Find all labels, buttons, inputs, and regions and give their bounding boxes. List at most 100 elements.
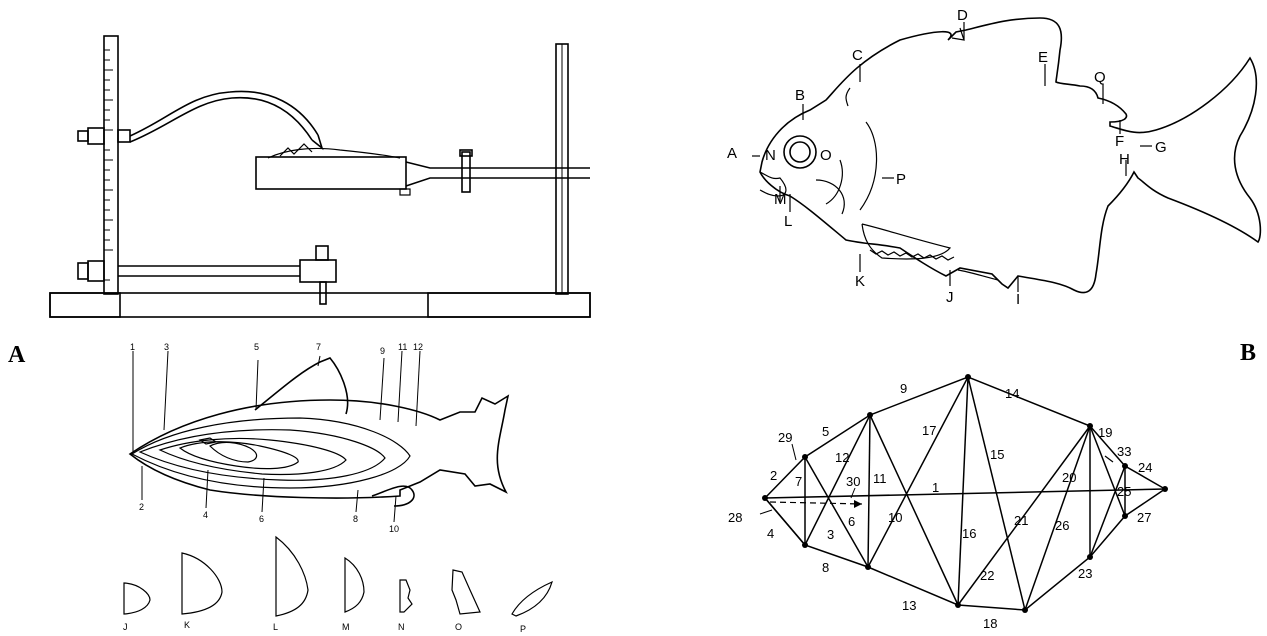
fish-outline bbox=[130, 396, 508, 498]
truss-distance-7: 7 bbox=[795, 474, 802, 489]
truss-distance-23: 23 bbox=[1078, 566, 1092, 581]
truss-distance-6: 6 bbox=[848, 514, 855, 529]
truss-distance-26: 26 bbox=[1055, 518, 1069, 533]
truss-distance-14: 14 bbox=[1005, 386, 1019, 401]
landmark-p: P bbox=[896, 171, 906, 188]
truss-distance-4: 4 bbox=[767, 526, 774, 541]
landmark-k: K bbox=[855, 273, 865, 290]
apparatus-base-left-block bbox=[50, 293, 120, 317]
dorsal-fin bbox=[255, 358, 348, 414]
contour-number-2: 2 bbox=[139, 502, 144, 512]
contour-number-8: 8 bbox=[353, 514, 358, 524]
contour-number-11: 11 bbox=[398, 342, 407, 352]
landmark-f: F bbox=[1115, 133, 1124, 150]
truss-distance-13: 13 bbox=[902, 598, 916, 613]
truss-distance-20: 20 bbox=[1062, 470, 1076, 485]
lower-clamp-knob bbox=[78, 261, 104, 281]
section-k bbox=[182, 553, 222, 614]
truss-distance-30: 30 bbox=[846, 474, 860, 489]
landmark-e: E bbox=[1038, 49, 1048, 66]
rod-clamp bbox=[462, 152, 470, 192]
probe-arm-inner bbox=[130, 98, 312, 142]
truss-distance-11: 11 bbox=[873, 471, 887, 486]
truss-distance-27: 27 bbox=[1137, 510, 1151, 525]
contour-1 bbox=[132, 418, 410, 488]
contour-number-12: 12 bbox=[413, 342, 423, 352]
landmark-o: O bbox=[820, 147, 832, 164]
section-p bbox=[512, 582, 552, 616]
truss-distance-21: 21 bbox=[1014, 513, 1028, 528]
truss-distance-28: 28 bbox=[728, 510, 742, 525]
truss-distance-15: 15 bbox=[990, 447, 1004, 462]
truss-distance-29: 29 bbox=[778, 430, 792, 445]
contour-number-5: 5 bbox=[254, 342, 259, 352]
contour-4 bbox=[180, 442, 298, 469]
truss-network: 1 2 3 4 5 6 7 8 9 10 11 12 13 14 15 16 1… bbox=[728, 374, 1168, 631]
section-label-m: M bbox=[342, 622, 350, 632]
landmark-g: G bbox=[1155, 139, 1167, 156]
landmark-q: Q bbox=[1094, 69, 1106, 86]
truss-distance-19: 19 bbox=[1098, 425, 1112, 440]
truss-distance-16: 16 bbox=[962, 526, 976, 541]
landmark-j: J bbox=[946, 289, 954, 306]
landmark-l: L bbox=[784, 213, 792, 230]
section-label-p: P bbox=[520, 624, 526, 634]
measuring-apparatus bbox=[50, 36, 590, 317]
fish-eye-inner bbox=[790, 142, 810, 162]
landmark-h: H bbox=[1119, 151, 1130, 168]
truss-distance-9: 9 bbox=[900, 381, 907, 396]
contour-fish: 1 3 5 7 9 11 12 2 4 6 8 10 bbox=[130, 342, 508, 534]
landmark-d: D bbox=[957, 7, 968, 24]
truss-distance-5: 5 bbox=[822, 424, 829, 439]
contour-3 bbox=[160, 438, 346, 474]
landmark-fish: A B C D E Q F G H I J K L M N O P bbox=[727, 7, 1260, 308]
section-l bbox=[276, 537, 308, 616]
lower-stage bbox=[300, 260, 336, 282]
contour-5 bbox=[210, 442, 257, 462]
panel-label-a: A bbox=[8, 342, 26, 368]
truss-distance-24: 24 bbox=[1138, 460, 1152, 475]
fish-tray bbox=[256, 157, 406, 189]
section-label-n: N bbox=[398, 622, 405, 632]
landmark-a: A bbox=[727, 145, 737, 162]
contour-number-3: 3 bbox=[164, 342, 169, 352]
truss-distance-1: 1 bbox=[932, 480, 939, 495]
truss-distance-22: 22 bbox=[980, 568, 994, 583]
truss-distance-25: 25 bbox=[1117, 484, 1131, 499]
contour-number-10: 10 bbox=[389, 524, 399, 534]
contour-number-6: 6 bbox=[259, 514, 264, 524]
landmark-n: N bbox=[765, 147, 776, 164]
landmark-b: B bbox=[795, 87, 805, 104]
section-o bbox=[452, 570, 480, 614]
section-m bbox=[345, 558, 364, 612]
section-j bbox=[124, 583, 150, 614]
truss-distance-18: 18 bbox=[983, 616, 997, 631]
truss-distance-3: 3 bbox=[827, 527, 834, 542]
contour-number-9: 9 bbox=[380, 346, 385, 356]
landmark-m: M bbox=[774, 191, 787, 208]
section-label-j: J bbox=[123, 622, 128, 632]
landmark-i: I bbox=[1016, 291, 1020, 308]
upper-clamp-knob bbox=[78, 128, 130, 144]
contour-number-7: 7 bbox=[316, 342, 321, 352]
left-ruled-pillar bbox=[104, 36, 118, 294]
landmark-c: C bbox=[852, 47, 863, 64]
operculum bbox=[860, 122, 877, 210]
truss-distance-12: 12 bbox=[835, 450, 849, 465]
section-label-o: O bbox=[455, 622, 462, 632]
truss-distance-2: 2 bbox=[770, 468, 777, 483]
truss-distance-33: 33 bbox=[1117, 444, 1131, 459]
contour-number-1: 1 bbox=[130, 342, 135, 352]
section-n bbox=[400, 580, 412, 612]
apparatus-base-right-block bbox=[428, 293, 590, 317]
fish-body-outline bbox=[760, 18, 1260, 293]
panel-label-b: B bbox=[1240, 340, 1256, 366]
truss-distance-8: 8 bbox=[822, 560, 829, 575]
fish-eye-outer bbox=[784, 136, 816, 168]
truss-distance-17: 17 bbox=[922, 423, 936, 438]
contour-number-4: 4 bbox=[203, 510, 208, 520]
section-label-k: K bbox=[184, 620, 190, 630]
truss-distance-10: 10 bbox=[888, 510, 902, 525]
cross-sections: J K L M N O P bbox=[123, 537, 552, 634]
